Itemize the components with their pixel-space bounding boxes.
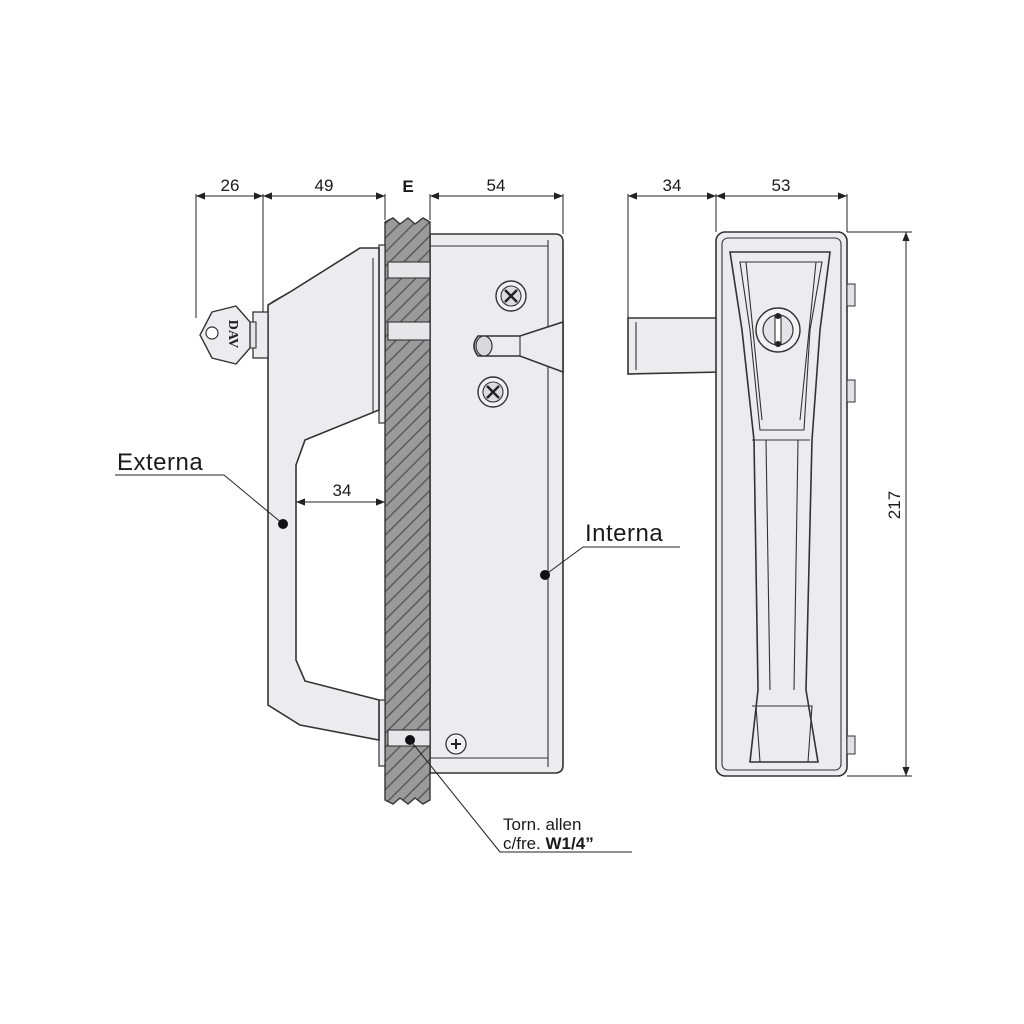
latch-cam	[473, 320, 564, 374]
side-view: 34 53 217	[627, 176, 912, 777]
internal-label: Interna	[585, 520, 663, 547]
grip-dimension: 34	[296, 481, 385, 506]
internal-marker	[540, 570, 550, 580]
dim-overall-height: 217	[885, 491, 904, 519]
screw-note-prefix: c/fre.	[503, 834, 546, 853]
interior-housing	[429, 233, 564, 774]
front-view: DAV 26 49 E 54 34 Externa	[115, 176, 680, 853]
screw-bottom	[445, 733, 467, 755]
screw-note-line1: Torn. allen	[503, 815, 581, 834]
panel-section	[384, 217, 431, 805]
top-dimensions: 26 49 E 54	[195, 176, 564, 318]
key-icon: DAV	[199, 305, 251, 365]
screw-note-group: Torn. allen c/fre. W1/4”	[405, 735, 632, 853]
dim-interior-depth: 54	[487, 176, 506, 195]
escutcheon-plate	[378, 244, 386, 767]
side-handle	[729, 251, 831, 763]
key-marking: DAV	[225, 320, 240, 349]
external-handle	[267, 247, 380, 741]
screw-middle	[477, 376, 509, 408]
external-label: Externa	[117, 449, 203, 476]
keyhole-icon	[775, 313, 781, 347]
dim-grip-clearance: 34	[333, 481, 352, 500]
screw-note-thread: W1/4”	[546, 834, 594, 853]
dim-handle-depth: 49	[315, 176, 334, 195]
dim-side-width: 53	[772, 176, 791, 195]
external-label-group: Externa	[115, 449, 288, 529]
internal-label-group: Interna	[540, 520, 680, 580]
dim-side-lever: 34	[663, 176, 682, 195]
dim-panel-thickness: E	[402, 177, 413, 196]
dim-key-offset: 26	[221, 176, 240, 195]
key-cylinder	[247, 311, 269, 359]
lock-cylinder	[755, 307, 801, 353]
side-lever	[627, 317, 723, 375]
side-dimensions: 34 53 217	[627, 176, 912, 777]
screw-top	[495, 280, 527, 312]
external-marker	[278, 519, 288, 529]
screw-note-line2: c/fre. W1/4”	[503, 834, 594, 853]
